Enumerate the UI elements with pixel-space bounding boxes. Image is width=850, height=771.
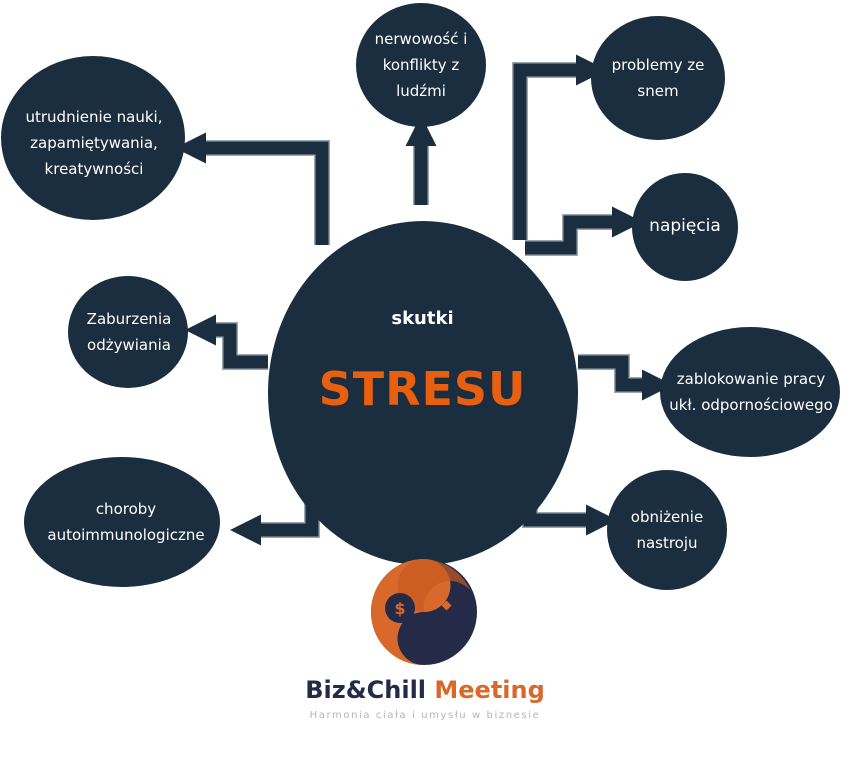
svg-text:$: $ (394, 599, 405, 618)
node-nastroj (607, 470, 727, 590)
node-odpornosc (660, 327, 840, 457)
arrow-odzywianie (185, 314, 268, 369)
arrow-sen (513, 54, 607, 240)
logo-icon: $ (371, 559, 477, 665)
label-nerwowosc: nerwowość i konflikty z ludźmi (374, 30, 468, 100)
node-autoimmuno (24, 457, 220, 587)
label-autoimmuno: choroby autoimmunologiczne (47, 500, 205, 544)
brand-part1: Biz&Chill (305, 676, 427, 704)
brand-part2: Meeting (434, 676, 545, 704)
label-nastroj: obniżenie nastroju (630, 508, 704, 552)
node-napiecia (632, 173, 738, 281)
node-sen (591, 16, 725, 140)
label-sen: problemy ze snem (611, 56, 705, 100)
brand-tagline: Harmonia ciała i umysłu w biznesie (309, 710, 541, 721)
node-odzywianie (68, 276, 188, 388)
center-title: STRESU (318, 362, 527, 416)
label-napiecia: napięcia (649, 216, 721, 236)
arrow-odpornosc (578, 355, 673, 401)
label-odzywianie: Zaburzenia odżywiania (86, 310, 172, 354)
node-nauka (1, 56, 185, 220)
node-nerwowosc (356, 3, 486, 127)
arrows (175, 54, 673, 546)
label-nauka: utrudnienie nauki, zapamiętywania, kreat… (25, 108, 163, 178)
arrow-nauka (175, 132, 329, 245)
brand-name: Biz&Chill Meeting (300, 676, 550, 704)
center-node (268, 221, 578, 565)
center-subtitle: skutki (391, 308, 454, 329)
arrow-napiecia (525, 206, 643, 255)
label-odpornosc: zablokowanie pracy ukł. odpornościowego (669, 370, 833, 414)
